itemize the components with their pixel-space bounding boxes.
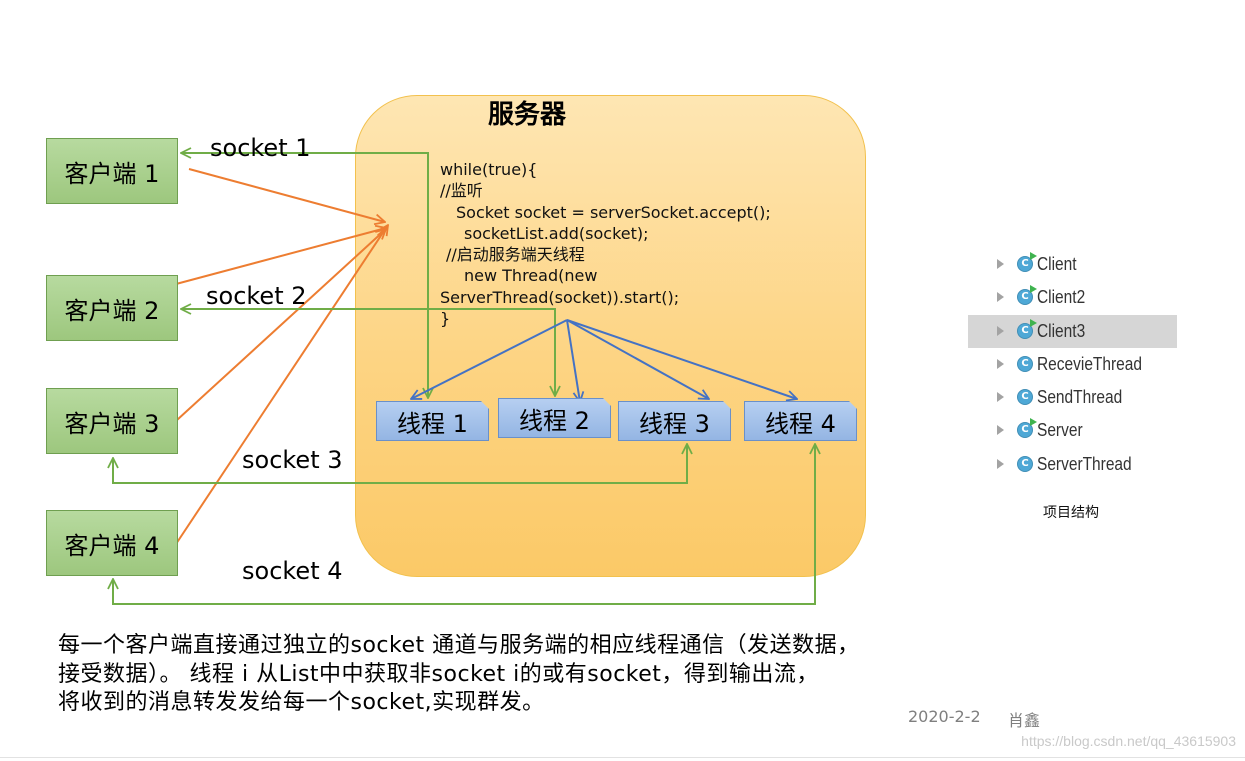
tree-item-label: Client3 [1037, 320, 1086, 341]
thread-box-2: 线程 2 [498, 398, 611, 438]
chevron-right-icon[interactable] [997, 425, 1004, 436]
tree-item-label: RecevieThread [1037, 353, 1142, 374]
chevron-right-icon[interactable] [997, 392, 1004, 403]
client-label: 客户端 3 [64, 409, 160, 438]
client-box-1: 客户端 1 [46, 138, 178, 204]
watermark-url: https://blog.csdn.net/qq_43615903 [1021, 733, 1236, 749]
run-marker-icon [1030, 418, 1037, 427]
code-line: //启动服务端天线程 [446, 245, 585, 265]
chevron-right-icon[interactable] [997, 358, 1004, 369]
client-box-3: 客户端 3 [46, 388, 178, 454]
description-line: 接受数据）。 线程 i 从List中中获取非socket i的或有socket，… [58, 661, 819, 687]
thread-box-1: 线程 1 [376, 401, 489, 441]
java-class-icon [1017, 252, 1037, 272]
server-title: 服务器 [488, 100, 567, 130]
tree-item-client[interactable]: Client [968, 248, 1177, 281]
thread-label: 线程 4 [765, 409, 836, 438]
thread-label: 线程 3 [639, 409, 710, 438]
client-label: 客户端 4 [64, 531, 160, 560]
tree-item-client2[interactable]: Client2 [968, 281, 1177, 314]
thread-box-3: 线程 3 [618, 401, 731, 441]
code-line: new Thread(new [464, 266, 598, 286]
project-tree-caption: 项目结构 [1043, 505, 1099, 521]
chevron-right-icon[interactable] [997, 458, 1004, 469]
server-code-block: while(true){ //监听 Socket socket = server… [440, 159, 771, 329]
chevron-right-icon[interactable] [997, 259, 1004, 269]
tree-item-label: Server [1037, 420, 1083, 441]
thread-box-4: 线程 4 [744, 401, 857, 441]
project-tree: Client Client2 Client3 RecevieThread Sen… [968, 248, 1177, 481]
socket-label-2: socket 2 [206, 282, 307, 310]
footer-author: 肖鑫 [1008, 711, 1041, 730]
tree-item-label: SendThread [1037, 387, 1123, 408]
client-box-2: 客户端 2 [46, 275, 178, 341]
socket-label-3: socket 3 [242, 446, 343, 474]
code-line: while(true){ [440, 160, 538, 179]
tree-item-server-thread[interactable]: ServerThread [968, 448, 1177, 481]
tree-item-server[interactable]: Server [968, 414, 1177, 447]
socket-label-1: socket 1 [210, 134, 311, 162]
chevron-right-icon[interactable] [997, 325, 1004, 336]
description-paragraph: 每一个客户端直接通过独立的socket 通道与服务端的相应线程通信（发送数据， … [58, 632, 860, 718]
java-class-icon [1017, 285, 1037, 306]
tree-item-label: ServerThread [1037, 453, 1132, 474]
code-line: Socket socket = serverSocket.accept(); [456, 202, 771, 222]
java-class-icon [1017, 355, 1033, 372]
code-line: //监听 [440, 181, 483, 201]
thread-label: 线程 1 [397, 409, 468, 438]
code-line: ServerThread(socket)).start(); [440, 287, 680, 307]
java-class-icon [1017, 455, 1033, 472]
java-class-icon [1017, 318, 1037, 339]
tree-item-recevie-thread[interactable]: RecevieThread [968, 348, 1177, 381]
thread-label: 线程 2 [519, 406, 590, 435]
tree-item-client3[interactable]: Client3 [968, 314, 1177, 348]
socket-label-4: socket 4 [242, 557, 343, 585]
footer-date: 2020-2-2 [908, 707, 981, 726]
run-marker-icon [1030, 252, 1037, 260]
java-class-icon [1017, 389, 1033, 406]
code-line: socketList.add(socket); [464, 223, 649, 243]
client-box-4: 客户端 4 [46, 510, 178, 576]
run-marker-icon [1030, 285, 1037, 294]
code-line: } [440, 309, 451, 329]
description-line: 每一个客户端直接通过独立的socket 通道与服务端的相应线程通信（发送数据， [58, 633, 860, 658]
client-label: 客户端 1 [64, 159, 160, 188]
tree-item-label: Client [1037, 254, 1077, 274]
client-label: 客户端 2 [64, 296, 160, 325]
tree-item-label: Client2 [1037, 287, 1086, 308]
description-line: 将收到的消息转发发给每一个socket,实现群发。 [58, 690, 545, 715]
run-marker-icon [1030, 318, 1037, 327]
java-class-icon [1017, 418, 1037, 439]
tree-item-send-thread[interactable]: SendThread [968, 381, 1177, 414]
page-bottom-divider [0, 757, 1245, 758]
chevron-right-icon[interactable] [997, 292, 1004, 303]
